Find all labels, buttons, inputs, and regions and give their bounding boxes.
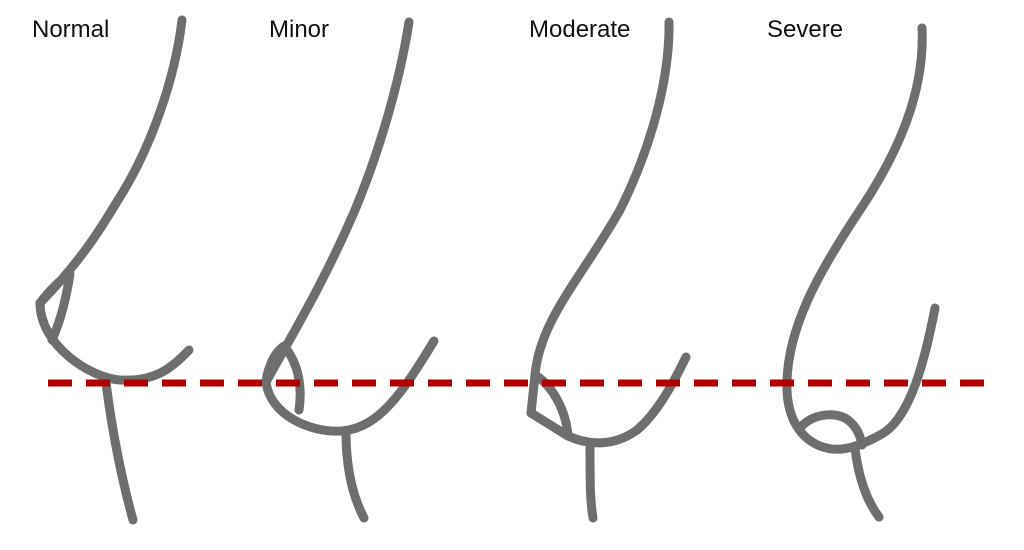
normal-areola — [35, 269, 75, 345]
moderate-lower-contour — [563, 352, 691, 448]
panel-minor — [261, 17, 439, 523]
label-severe: Severe — [767, 16, 844, 43]
severe-upper-contour — [782, 23, 940, 454]
minor-areola — [261, 341, 305, 415]
panel-moderate — [526, 17, 691, 523]
normal-upper-contour — [35, 15, 187, 308]
moderate-torso-line — [585, 443, 598, 523]
severe-areola — [795, 410, 867, 450]
label-minor: Minor — [269, 16, 330, 43]
label-moderate: Moderate — [529, 16, 631, 43]
label-normal: Normal — [32, 16, 110, 43]
minor-upper-contour — [261, 17, 414, 387]
moderate-upper-contour — [526, 17, 674, 418]
minor-torso-line — [341, 427, 369, 523]
panel-severe — [782, 23, 940, 522]
normal-lower-contour — [35, 298, 194, 385]
panel-normal — [35, 15, 194, 525]
severe-torso-line — [850, 443, 884, 522]
normal-torso-line — [101, 378, 138, 525]
